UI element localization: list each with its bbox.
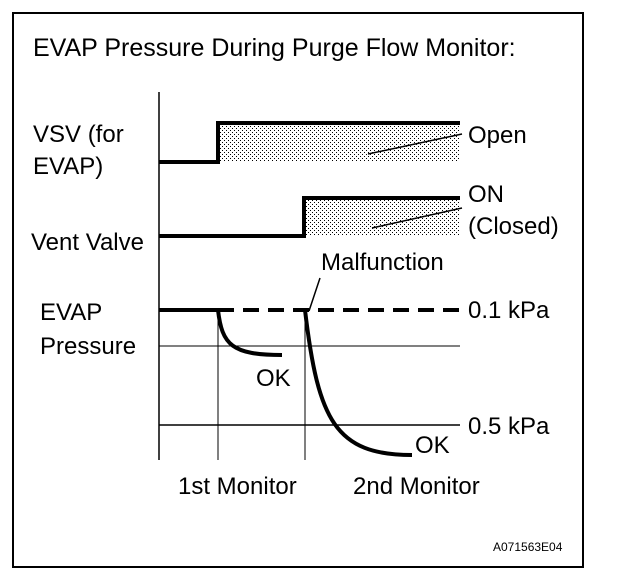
malfunction-label: Malfunction — [321, 249, 444, 276]
figure-border — [12, 12, 584, 568]
vent-valve-signal-trace — [159, 196, 460, 238]
evap-pressure-label-line1: EVAP — [40, 299, 102, 326]
first-monitor-ok-curve — [216, 309, 283, 357]
second-monitor-label: 2nd Monitor — [353, 473, 480, 500]
first-monitor-ok-label: OK — [256, 365, 291, 392]
pressure-level-0-5: 0.5 kPa — [468, 413, 550, 440]
vsv-open-label: Open — [468, 122, 527, 149]
evap-pressure-label-line2: Pressure — [40, 333, 136, 360]
diagram-title: EVAP Pressure During Purge Flow Monitor: — [33, 34, 516, 62]
vsv-open-leader — [367, 133, 463, 155]
vsv-label-line2: EVAP) — [33, 153, 103, 180]
figure-code: A071563E04 — [493, 540, 563, 554]
pressure-level-0-1: 0.1 kPa — [468, 297, 550, 324]
vent-valve-closed-label: (Closed) — [468, 213, 559, 240]
first-monitor-label: 1st Monitor — [178, 473, 297, 500]
vent-valve-label: Vent Valve — [31, 229, 144, 256]
second-monitor-ok-curve — [303, 309, 413, 457]
second-monitor-ok-label: OK — [415, 432, 450, 459]
malfunction-leader — [308, 277, 321, 312]
vsv-label-line1: VSV (for — [33, 121, 124, 148]
vent-valve-on-region — [304, 198, 460, 236]
vsv-signal-trace — [159, 121, 460, 164]
vent-valve-on-leader — [371, 207, 463, 229]
vent-valve-on-label: ON — [468, 181, 504, 208]
